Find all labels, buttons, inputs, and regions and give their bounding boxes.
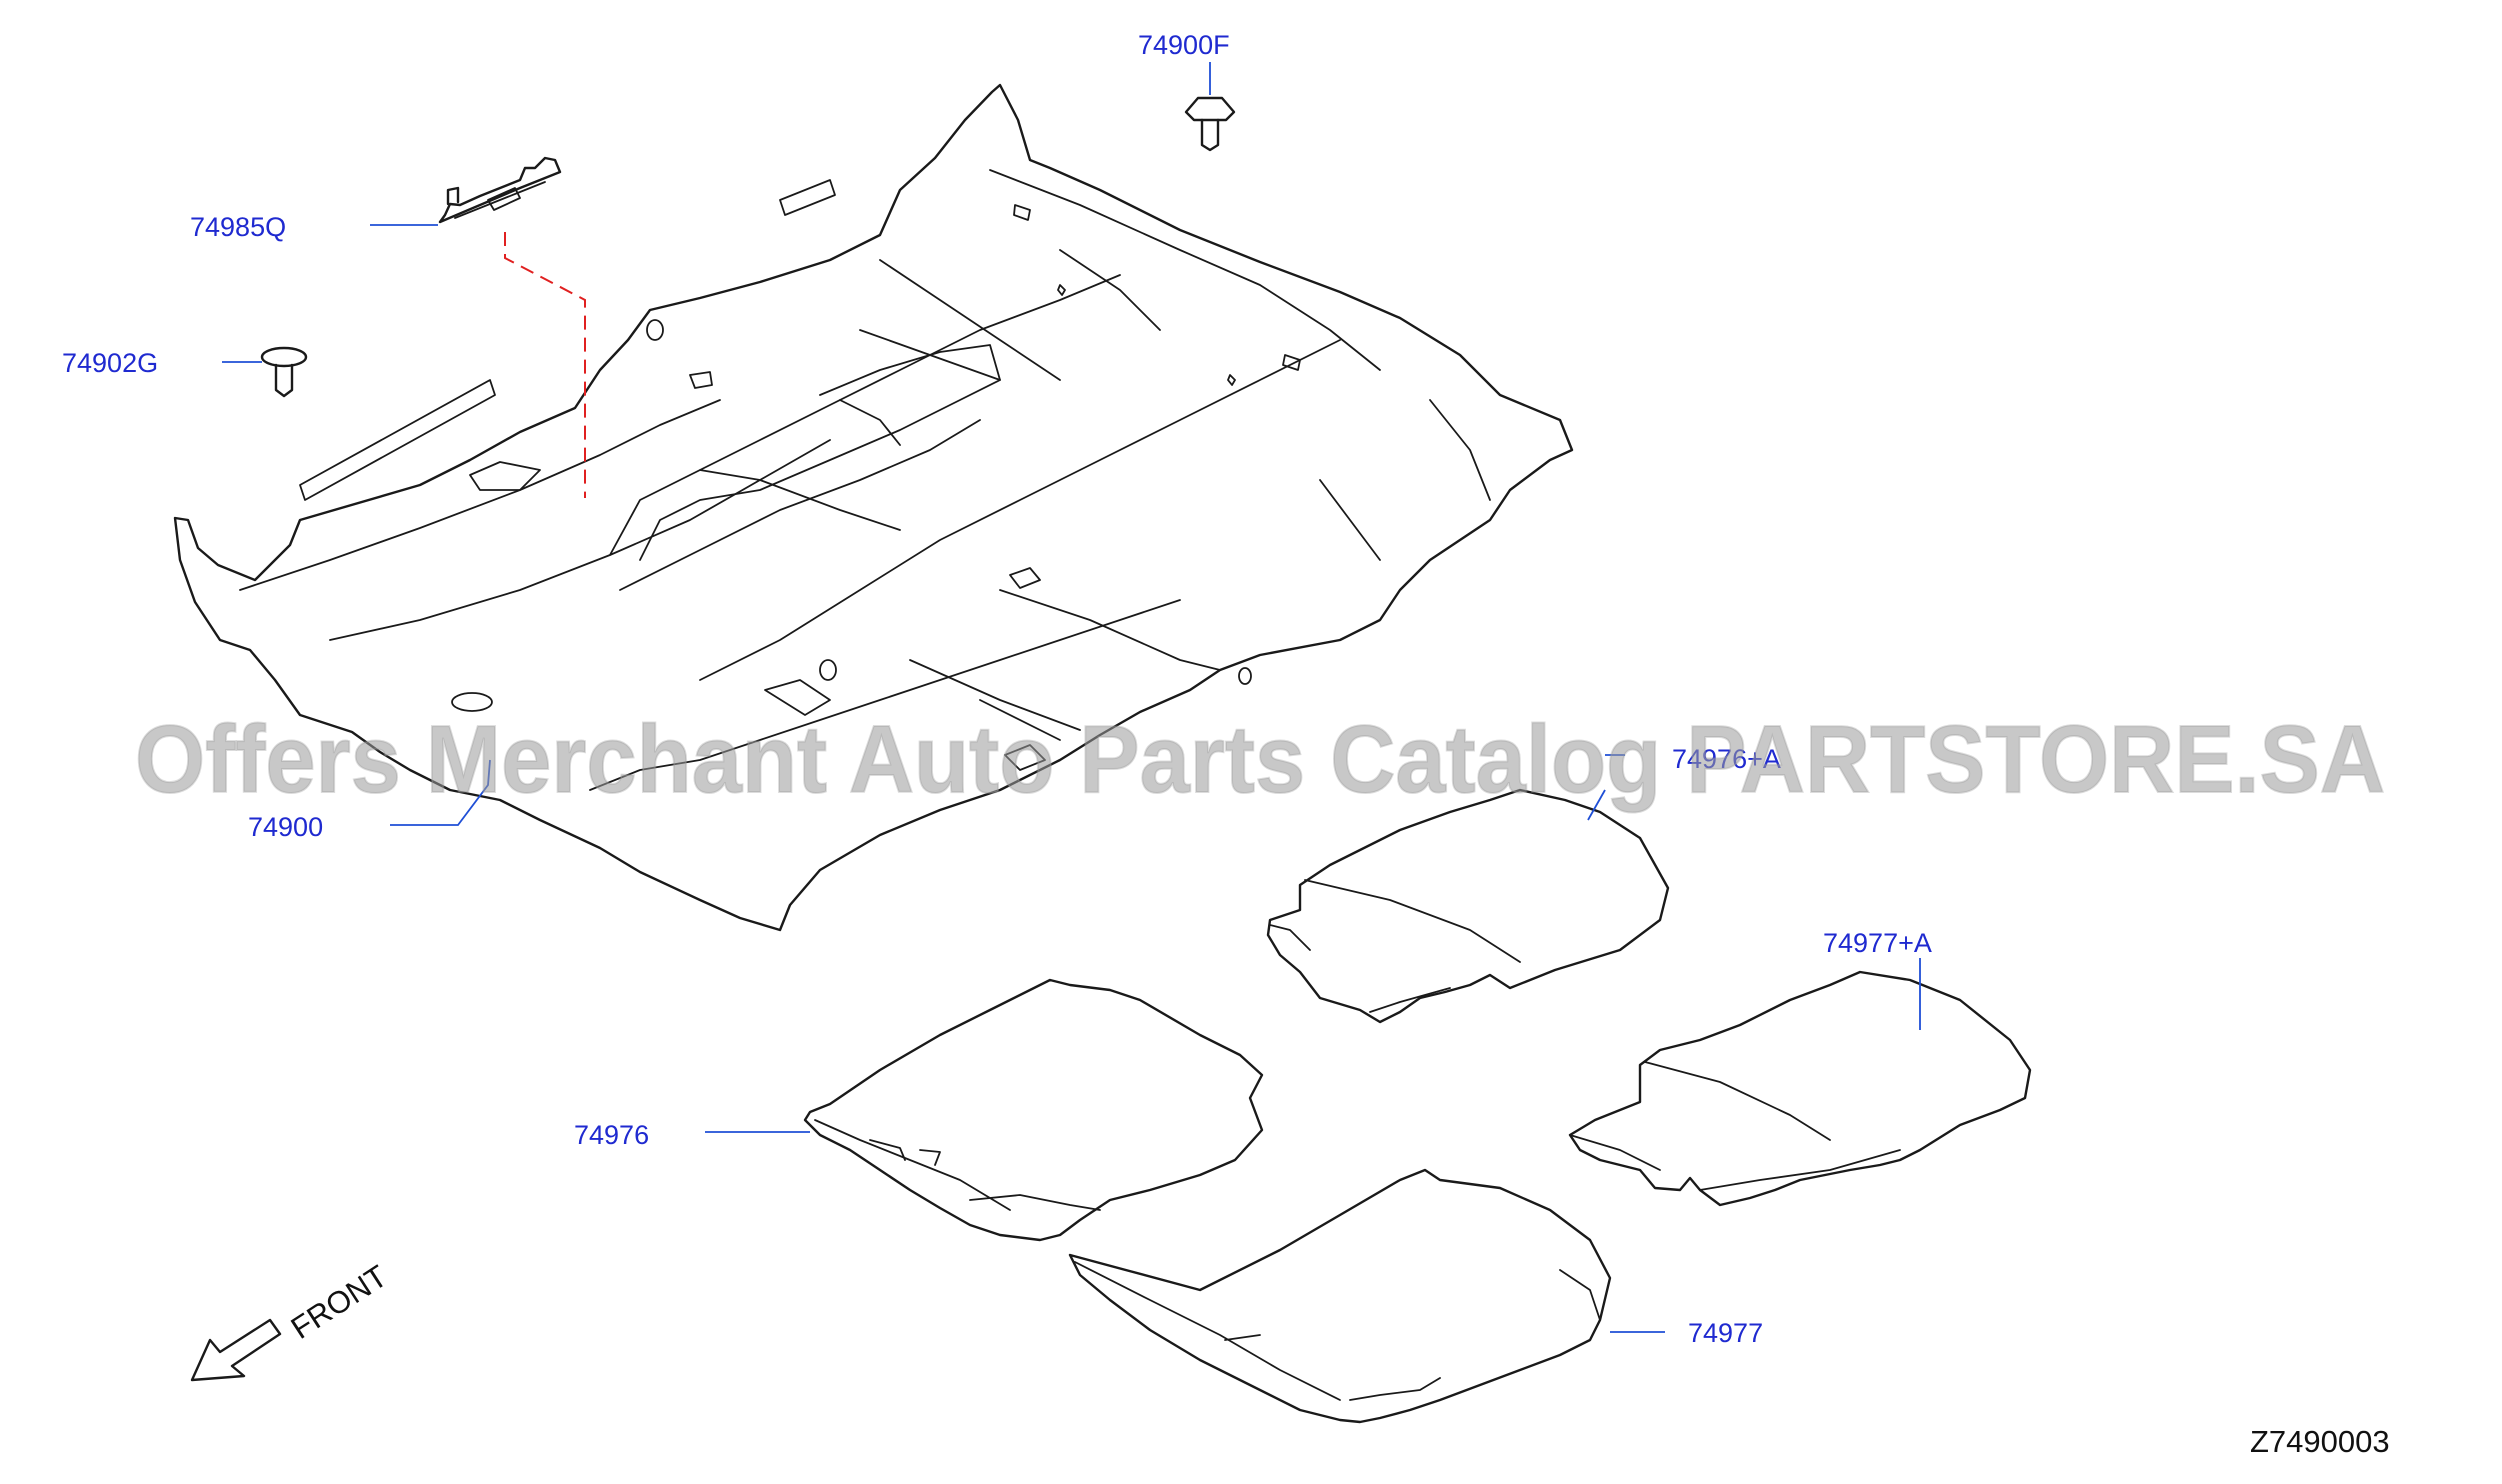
clip-74902g-icon[interactable] [260, 346, 308, 398]
clip-74900f-icon[interactable] [1184, 96, 1236, 152]
dashed-guide-line [504, 232, 586, 498]
callout-74985q[interactable]: 74985Q [190, 212, 286, 242]
callout-74902g[interactable]: 74902G [62, 348, 158, 378]
callout-74977a[interactable]: 74977+A [1823, 928, 1932, 958]
rear-mat-right-74977a[interactable] [1568, 970, 2032, 1207]
watermark-text: Offers Merchant Auto Parts Catalog PARTS… [135, 706, 2385, 813]
diagram-code: Z7490003 [2250, 1424, 2390, 1459]
front-mat-left-74976[interactable] [803, 978, 1264, 1242]
callout-74976a[interactable]: 74976+A [1672, 744, 1781, 774]
callout-74976[interactable]: 74976 [574, 1120, 649, 1150]
callout-74977[interactable]: 74977 [1688, 1318, 1763, 1348]
callout-74900f[interactable]: 74900F [1138, 30, 1230, 60]
rear-mat-left-74976a[interactable] [1266, 788, 1670, 1024]
front-arrow-icon: FRONT [190, 1258, 394, 1382]
callout-74900[interactable]: 74900 [248, 812, 323, 842]
leader-lines [222, 62, 1921, 1333]
floor-carpet-74900[interactable] [173, 83, 1574, 932]
retainer-bracket-74985q-icon[interactable] [438, 156, 562, 224]
front-mat-right-74977[interactable] [1068, 1168, 1612, 1424]
front-label: FRONT [285, 1258, 394, 1346]
